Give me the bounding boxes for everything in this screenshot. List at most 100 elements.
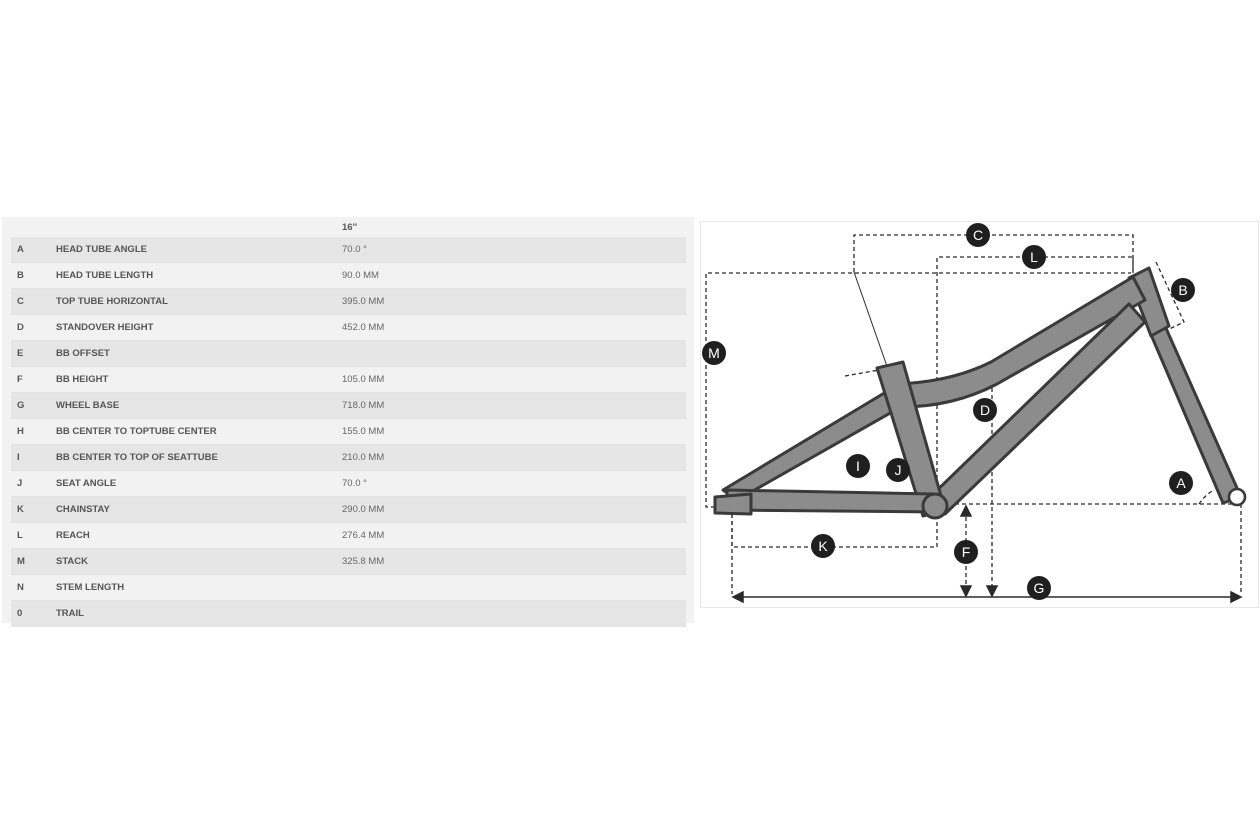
row-name: STACK bbox=[56, 548, 342, 575]
size-header: 16'' bbox=[342, 221, 358, 233]
row-code: A bbox=[11, 237, 56, 263]
row-code: I bbox=[11, 444, 56, 471]
row-name: HEAD TUBE ANGLE bbox=[56, 237, 342, 263]
row-value: 155.0 MM bbox=[342, 418, 686, 445]
marker-circle bbox=[1027, 576, 1051, 600]
dim-arc-a bbox=[1198, 489, 1215, 505]
row-name: SEAT ANGLE bbox=[56, 470, 342, 497]
marker-label: L bbox=[1030, 249, 1038, 265]
dim-line-c bbox=[853, 234, 1134, 274]
row-value: 290.0 MM bbox=[342, 496, 686, 523]
marker-c: C bbox=[966, 223, 990, 247]
marker-label: D bbox=[980, 402, 990, 418]
row-code: H bbox=[11, 418, 56, 445]
marker-j: J bbox=[886, 458, 910, 482]
row-name: TRAIL bbox=[56, 600, 342, 627]
marker-label: M bbox=[708, 345, 720, 361]
header-code-cell bbox=[11, 217, 56, 237]
arrowhead-g-right bbox=[1230, 590, 1243, 604]
marker-circle bbox=[702, 341, 726, 365]
row-value bbox=[342, 574, 686, 601]
row-code: J bbox=[11, 470, 56, 497]
marker-label: G bbox=[1034, 580, 1045, 596]
row-name: BB CENTER TO TOPTUBE CENTER bbox=[56, 418, 342, 445]
row-value: 395.0 MM bbox=[342, 288, 686, 315]
row-code: B bbox=[11, 262, 56, 289]
row-code: M bbox=[11, 548, 56, 575]
row-code: 0 bbox=[11, 600, 56, 627]
marker-circle bbox=[846, 454, 870, 478]
row-value: 70.0 ° bbox=[342, 470, 686, 497]
marker-circle bbox=[966, 223, 990, 247]
header-name-cell bbox=[56, 217, 342, 237]
marker-b: B bbox=[1171, 278, 1195, 302]
marker-a: A bbox=[1169, 471, 1193, 495]
marker-label: A bbox=[1176, 475, 1186, 491]
marker-f: F bbox=[954, 540, 978, 564]
head-tube-shape bbox=[1127, 266, 1171, 338]
arrowhead-f-top bbox=[959, 504, 973, 517]
row-name: TOP TUBE HORIZONTAL bbox=[56, 288, 342, 315]
bike-frame bbox=[713, 266, 1247, 520]
marker-circle bbox=[1022, 245, 1046, 269]
row-value: 70.0 ° bbox=[342, 237, 686, 263]
row-value bbox=[342, 600, 686, 627]
row-value: 105.0 MM bbox=[342, 366, 686, 393]
marker-label: K bbox=[818, 538, 828, 554]
top-tube-shape bbox=[895, 275, 1147, 409]
marker-m: M bbox=[702, 341, 726, 365]
marker-k: K bbox=[811, 534, 835, 558]
row-name: CHAINSTAY bbox=[56, 496, 342, 523]
row-value: 210.0 MM bbox=[342, 444, 686, 471]
row-name: HEAD TUBE LENGTH bbox=[56, 262, 342, 289]
chain-stay-shape bbox=[725, 488, 941, 514]
marker-label: B bbox=[1178, 282, 1187, 298]
table-header-row: 16'' bbox=[11, 217, 686, 237]
row-name: BB CENTER TO TOP OF SEATTUBE bbox=[56, 444, 342, 471]
marker-circle bbox=[886, 458, 910, 482]
seat-angle-line bbox=[853, 271, 890, 373]
marker-d: D bbox=[973, 398, 997, 422]
arrowhead-g-left bbox=[731, 590, 744, 604]
marker-l: L bbox=[1022, 245, 1046, 269]
row-code: C bbox=[11, 288, 56, 315]
bottom-bracket-shape bbox=[921, 492, 949, 520]
row-code: K bbox=[11, 496, 56, 523]
marker-label: J bbox=[895, 462, 902, 478]
marker-label: C bbox=[973, 227, 983, 243]
marker-circle bbox=[811, 534, 835, 558]
dropout-shape bbox=[713, 492, 753, 516]
row-value bbox=[342, 340, 686, 367]
row-name: WHEEL BASE bbox=[56, 392, 342, 419]
row-code: E bbox=[11, 340, 56, 367]
marker-circle bbox=[954, 540, 978, 564]
row-name: REACH bbox=[56, 522, 342, 549]
row-value: 718.0 MM bbox=[342, 392, 686, 419]
front-axle-shape bbox=[1227, 487, 1247, 507]
row-code: N bbox=[11, 574, 56, 601]
row-code: D bbox=[11, 314, 56, 341]
row-code: G bbox=[11, 392, 56, 419]
row-name: STEM LENGTH bbox=[56, 574, 342, 601]
row-value: 452.0 MM bbox=[342, 314, 686, 341]
row-name: STANDOVER HEIGHT bbox=[56, 314, 342, 341]
marker-label: F bbox=[962, 544, 971, 560]
marker-circle bbox=[1169, 471, 1193, 495]
